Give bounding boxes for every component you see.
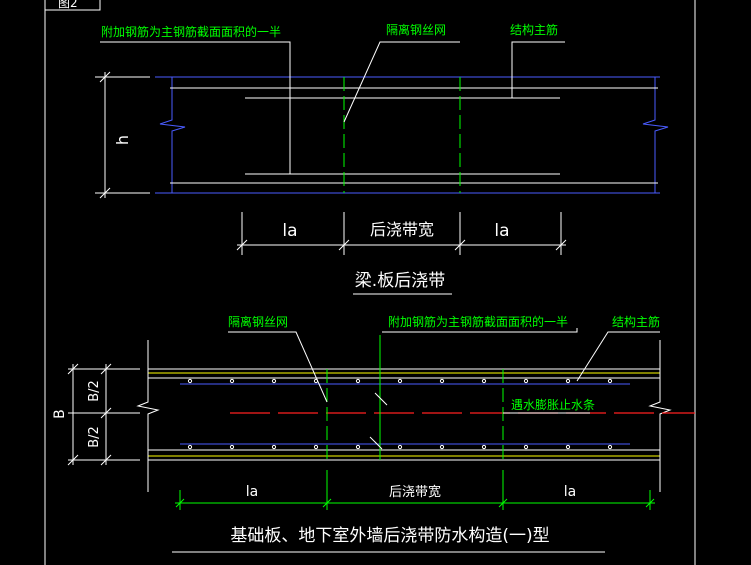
- top-callout-mesh: 隔离钢丝网: [386, 22, 446, 37]
- bottom-callout-leaders: [228, 328, 660, 450]
- bottom-height-dimension: [67, 363, 140, 466]
- bottom-section: B B/2 B/2 隔离钢丝网 附加钢筋为主钢筋截面面积的一半 结构主筋 遇水膨…: [52, 314, 695, 553]
- bottom-callout-main-rebar: 结构主筋: [612, 314, 660, 329]
- bottom-dim-band-width: 后浇带宽: [389, 484, 441, 500]
- bottom-dim-half-top: B/2: [87, 380, 102, 402]
- bottom-la-dimension: [175, 470, 655, 510]
- frame-label: 图2: [58, 0, 78, 10]
- bottom-outer-edges: [148, 368, 660, 461]
- bottom-callout-waterstop: 遇水膨胀止水条: [511, 398, 595, 412]
- top-height-dimension: [95, 71, 150, 199]
- bottom-dim-total: B: [52, 409, 68, 419]
- top-height-label: h: [113, 135, 132, 145]
- bottom-band-edges: [326, 335, 504, 460]
- top-callout-leaders: [100, 41, 565, 174]
- top-la-dimension: [236, 212, 567, 255]
- bottom-callout-mesh: 隔离钢丝网: [228, 314, 288, 329]
- top-section-title: 梁.板后浇带: [355, 271, 445, 291]
- top-callout-main-rebar: 结构主筋: [510, 22, 558, 37]
- bottom-dim-la-left: la: [246, 484, 258, 500]
- bottom-callout-added-rebar: 附加钢筋为主钢筋截面面积的一半: [388, 314, 568, 329]
- bottom-section-title: 基础板、地下室外墙后浇带防水构造(一)型: [230, 526, 549, 546]
- bottom-rebar-dots: [187, 378, 613, 450]
- top-callout-added-rebar: 附加钢筋为主钢筋截面面积的一半: [101, 24, 281, 39]
- top-dim-band-width: 后浇带宽: [370, 220, 434, 239]
- bottom-dim-la-right: la: [564, 484, 576, 500]
- top-dim-la-left: la: [282, 221, 297, 241]
- top-main-rebars: [170, 87, 658, 184]
- top-concrete-outline: [155, 76, 669, 194]
- top-dim-la-right: la: [494, 221, 509, 241]
- top-band-edges: [343, 77, 461, 193]
- bottom-dim-half-bottom: B/2: [87, 426, 102, 448]
- top-section: h 附加钢筋为主钢筋截面面积的一半 隔离钢丝网 结构主筋 la 后浇带宽 la …: [95, 22, 669, 295]
- bottom-break-lines: [136, 340, 672, 492]
- drawing-frame: [44, 0, 696, 565]
- bottom-rebars: [148, 377, 660, 451]
